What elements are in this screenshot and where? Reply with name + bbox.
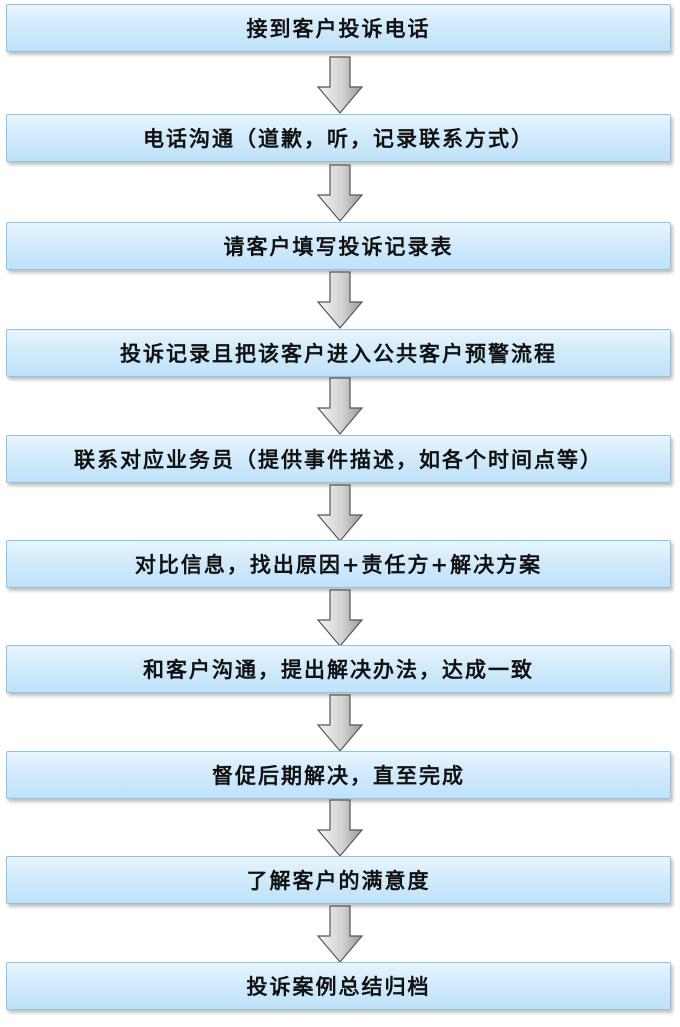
step-5-label: 联系对应业务员（提供事件描述，如各个时间点等） [74, 447, 603, 472]
step-10-label: 投诉案例总结归档 [246, 974, 431, 999]
step-2-label: 电话沟通（道歉，听，记录联系方式） [143, 126, 534, 151]
step-8-label: 督促后期解决，直至完成 [212, 763, 465, 788]
step-5-box: 联系对应业务员（提供事件描述，如各个时间点等） [6, 435, 671, 483]
down-arrow-icon [316, 484, 364, 542]
step-3-box: 请客户填写投诉记录表 [6, 222, 671, 270]
step-7-box: 和客户沟通，提出解决办法，达成一致 [6, 645, 671, 693]
down-arrow-icon [316, 905, 364, 963]
step-3-label: 请客户填写投诉记录表 [223, 234, 454, 259]
step-9-label: 了解客户的满意度 [246, 868, 431, 893]
step-8-box: 督促后期解决，直至完成 [6, 751, 671, 799]
step-7-label: 和客户沟通，提出解决办法，达成一致 [143, 657, 534, 682]
down-arrow-icon [316, 799, 364, 857]
down-arrow-icon [316, 164, 364, 222]
step-6-label: 对比信息，找出原因+责任方+解决方案 [134, 552, 543, 577]
down-arrow-icon [316, 56, 364, 114]
step-9-box: 了解客户的满意度 [6, 856, 671, 904]
down-arrow-icon [316, 694, 364, 752]
down-arrow-icon [316, 271, 364, 329]
step-10-box: 投诉案例总结归档 [6, 962, 671, 1010]
step-1-label: 接到客户投诉电话 [246, 16, 431, 41]
step-1-box: 接到客户投诉电话 [6, 4, 671, 52]
step-4-label: 投诉记录且把该客户进入公共客户预警流程 [120, 341, 557, 366]
down-arrow-icon [316, 377, 364, 435]
down-arrow-icon [316, 589, 364, 647]
step-6-box: 对比信息，找出原因+责任方+解决方案 [6, 540, 671, 588]
step-4-box: 投诉记录且把该客户进入公共客户预警流程 [6, 329, 671, 377]
step-2-box: 电话沟通（道歉，听，记录联系方式） [6, 114, 671, 162]
